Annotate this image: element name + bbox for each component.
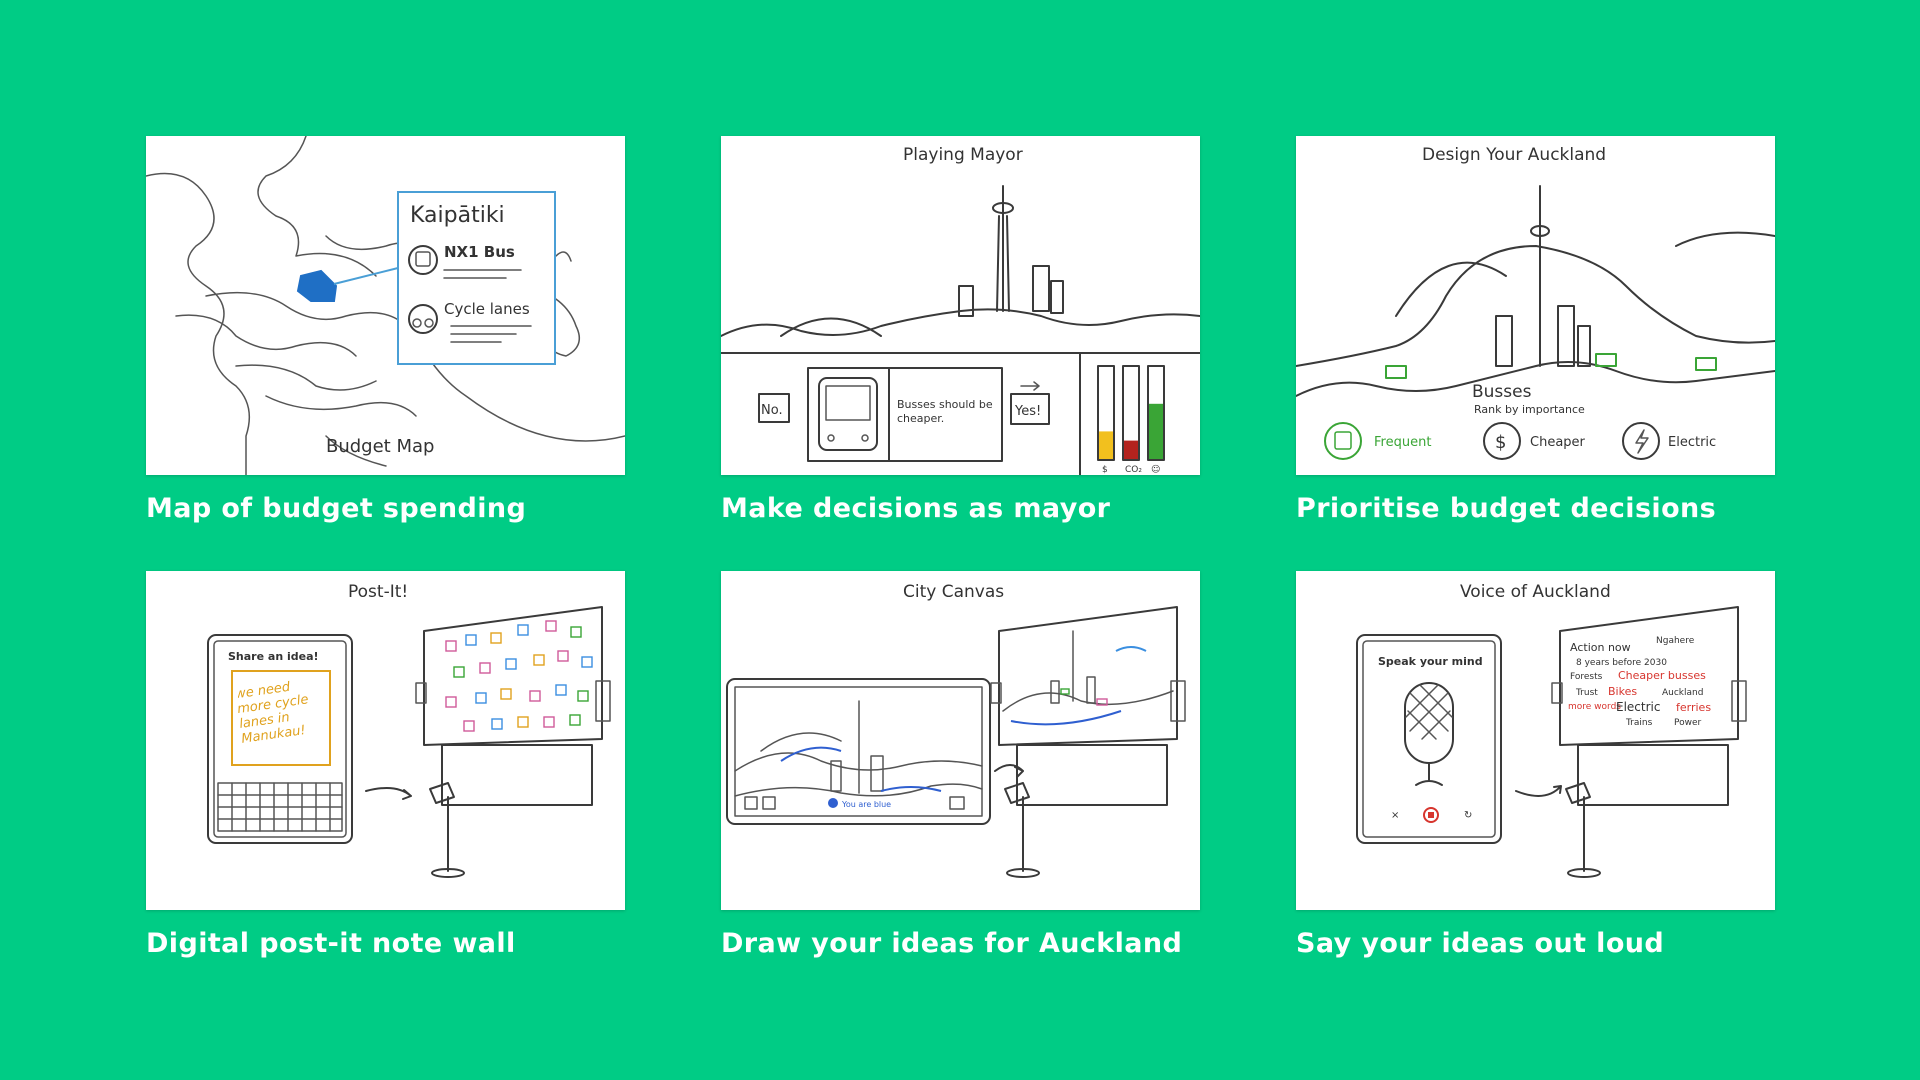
decline-label: No.: [761, 403, 783, 418]
card-city-canvas[interactable]: City Canvas: [721, 571, 1200, 1006]
accept-label: Yes!: [1014, 404, 1041, 419]
decline-button[interactable]: [758, 393, 790, 423]
impact-meters: $ CO₂ ☺: [1097, 365, 1165, 475]
svg-text:CO₂: CO₂: [1125, 465, 1142, 475]
svg-text:$: $: [1102, 465, 1108, 475]
bus-icon: [408, 245, 438, 275]
sketch-title: Budget Map: [326, 436, 434, 457]
decision-statement: Busses should be cheaper.: [897, 398, 993, 425]
svg-text:Power: Power: [1674, 718, 1702, 728]
svg-text:Forests: Forests: [1570, 672, 1603, 682]
keyboard[interactable]: [217, 782, 343, 832]
popup-item-2: Cycle lanes: [444, 300, 530, 318]
popup-title: Kaipātiki: [410, 203, 505, 228]
card-budget-map[interactable]: Kaipātiki NX1 Bus Cycle lanes Budget Map: [146, 136, 625, 571]
sketch-city-canvas[interactable]: City Canvas: [721, 571, 1200, 910]
card-caption[interactable]: Draw your ideas for Auckland: [721, 928, 1183, 959]
record-icon[interactable]: [1423, 807, 1439, 823]
svg-text:Action now: Action now: [1570, 641, 1631, 654]
cancel-icon[interactable]: ×: [1391, 810, 1399, 821]
svg-text:Frequent: Frequent: [1374, 435, 1431, 450]
svg-text:ferries: ferries: [1676, 701, 1711, 714]
svg-text:8 years before 2030: 8 years before 2030: [1576, 658, 1667, 668]
sketch-title: City Canvas: [903, 582, 1004, 602]
screen-wall-drawing: Action now Ngahere 8 years before 2030 F…: [1551, 606, 1747, 806]
decision-card: [807, 367, 1003, 462]
card-caption[interactable]: Make decisions as mayor: [721, 493, 1111, 524]
card-caption[interactable]: Digital post-it note wall: [146, 928, 516, 959]
sketch-voice-of-auckland[interactable]: Voice of Auckland Speak your mind: [1296, 571, 1775, 910]
svg-text:Bikes: Bikes: [1608, 685, 1637, 698]
screen-wall-drawing: [990, 606, 1186, 806]
option-cheaper[interactable]: $ Cheaper: [1483, 422, 1586, 460]
sketch-post-it[interactable]: Post-It! Share an idea! we need more cyc…: [146, 571, 625, 910]
card-design-your-auckland[interactable]: Design Your Auckland Busses Rank b: [1296, 136, 1775, 571]
post-it-text: we need more cycle lanes in Manukau!: [238, 679, 310, 747]
eraser-icon[interactable]: [762, 796, 776, 810]
dollar-icon: $: [1483, 422, 1521, 460]
voice-prompt: Speak your mind: [1378, 655, 1483, 668]
kiosk-stand: [429, 782, 465, 878]
meter-fill: [1149, 403, 1163, 459]
color-indicator: [828, 798, 838, 808]
svg-text:Cheaper: Cheaper: [1530, 435, 1586, 450]
undo-icon[interactable]: [949, 796, 965, 810]
lightning-icon: [1622, 422, 1660, 460]
svg-text:Auckland: Auckland: [1662, 688, 1703, 698]
meter-fill: [1099, 431, 1113, 459]
card-caption[interactable]: Say your ideas out loud: [1296, 928, 1665, 959]
popup-item-1: NX1 Bus: [444, 243, 515, 261]
tablet-drawing: Share an idea! we need more cycle lanes …: [207, 634, 353, 844]
skyline-drawing: [1296, 185, 1775, 397]
project-grid: Kaipātiki NX1 Bus Cycle lanes Budget Map: [146, 136, 1776, 1006]
kiosk-stand: [1565, 782, 1601, 878]
sketch-title: Post-It!: [348, 582, 408, 602]
redo-icon[interactable]: ↻: [1464, 810, 1472, 821]
svg-text:☺: ☺: [1151, 464, 1160, 475]
card-playing-mayor[interactable]: Playing Mayor No.: [721, 136, 1200, 571]
kiosk-stand: [1004, 782, 1040, 878]
svg-text:Cheaper busses: Cheaper busses: [1618, 669, 1706, 682]
topic-subtitle: Rank by importance: [1474, 403, 1585, 416]
accept-button[interactable]: [1010, 393, 1050, 425]
tablet-drawing: Speak your mind × ↻: [1356, 634, 1502, 844]
skyline-drawing: [721, 185, 1200, 337]
sketch-title: Design Your Auckland: [1422, 145, 1606, 165]
screen-wall-drawing: [415, 606, 611, 806]
microphone-icon[interactable]: [1404, 682, 1454, 786]
svg-text:Ngahere: Ngahere: [1656, 636, 1695, 646]
tablet-drawing: You are blue: [726, 678, 991, 825]
post-it-note[interactable]: [231, 670, 331, 766]
svg-text:Trains: Trains: [1625, 718, 1653, 728]
bus-front-icon: [818, 377, 878, 451]
card-caption[interactable]: Prioritise budget decisions: [1296, 493, 1717, 524]
card-caption[interactable]: Map of budget spending: [146, 493, 527, 524]
svg-text:more words: more words: [1568, 702, 1621, 712]
pencil-icon[interactable]: [744, 796, 758, 810]
svg-text:Electric: Electric: [1616, 700, 1660, 714]
card-post-it[interactable]: Post-It! Share an idea! we need more cyc…: [146, 571, 625, 1006]
meter-fill: [1124, 440, 1138, 459]
svg-text:$: $: [1495, 432, 1506, 453]
bicycle-icon: [408, 304, 438, 334]
status-text: You are blue: [841, 800, 891, 809]
option-frequent[interactable]: Frequent: [1324, 422, 1431, 460]
svg-text:Electric: Electric: [1668, 435, 1716, 450]
sketch-playing-mayor[interactable]: Playing Mayor No.: [721, 136, 1200, 475]
option-electric[interactable]: Electric: [1622, 422, 1716, 460]
bus-icon: [1324, 422, 1362, 460]
sketch-design-your-auckland[interactable]: Design Your Auckland Busses Rank b: [1296, 136, 1775, 475]
post-it-prompt: Share an idea!: [228, 650, 319, 663]
card-voice-of-auckland[interactable]: Voice of Auckland Speak your mind: [1296, 571, 1775, 1006]
sketch-budget-map[interactable]: Kaipātiki NX1 Bus Cycle lanes Budget Map: [146, 136, 625, 475]
topic-title: Busses: [1472, 382, 1532, 402]
sketch-title: Playing Mayor: [903, 145, 1023, 165]
sketch-title: Voice of Auckland: [1460, 582, 1611, 602]
highlighted-region[interactable]: [296, 269, 338, 302]
svg-text:Trust: Trust: [1575, 688, 1598, 698]
